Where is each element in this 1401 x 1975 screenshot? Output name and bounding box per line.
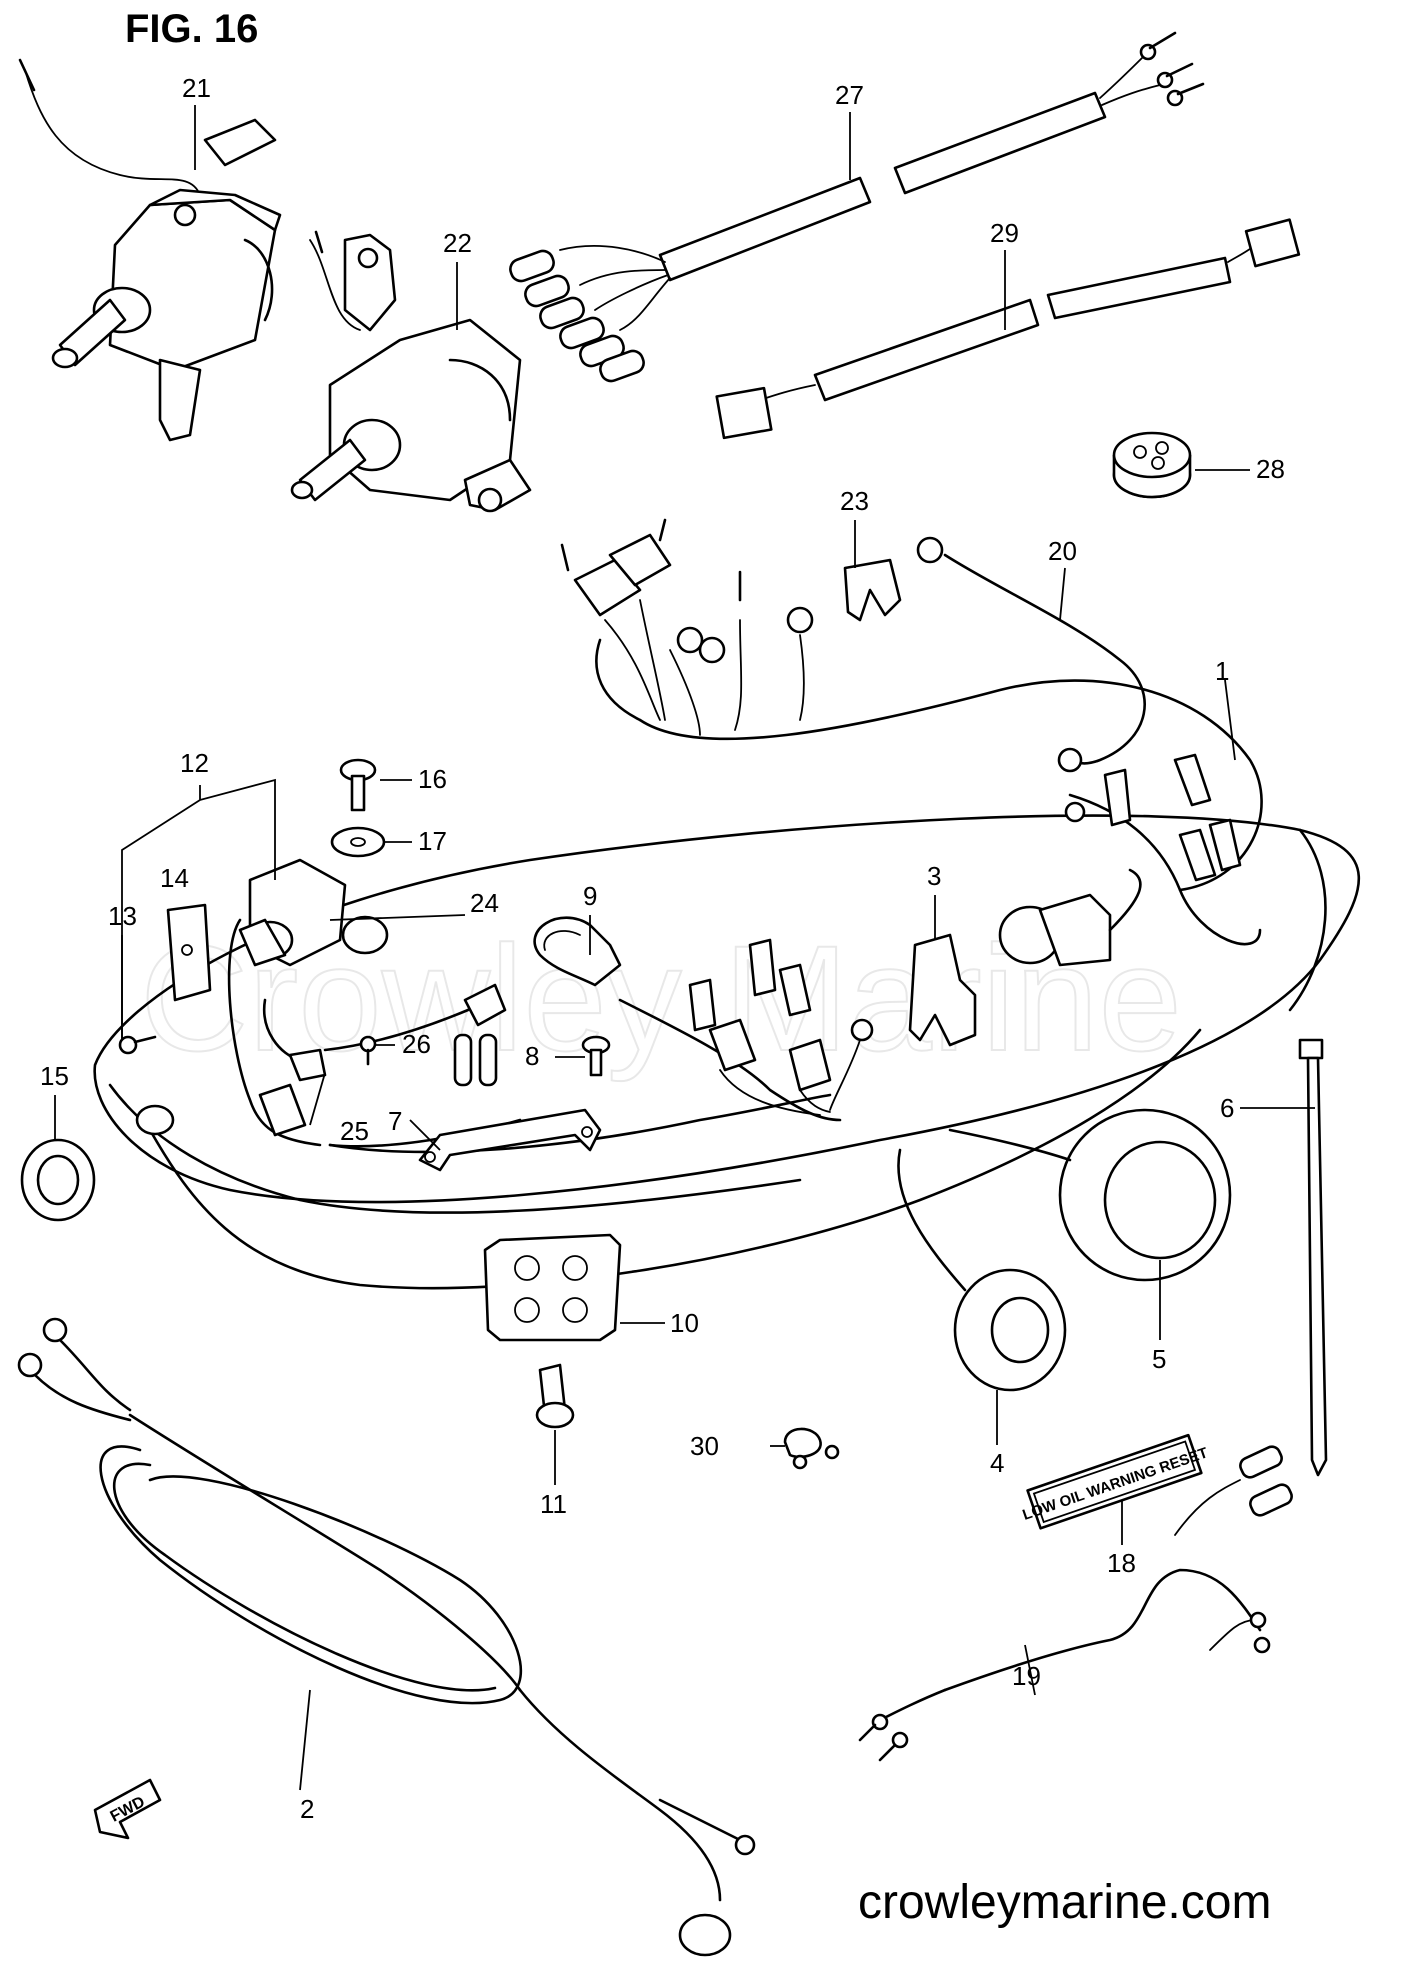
callout-13: 13 bbox=[108, 901, 137, 931]
callout-30: 30 bbox=[690, 1431, 719, 1461]
part-11-plug[interactable] bbox=[535, 1363, 575, 1429]
part-26-screw[interactable] bbox=[359, 1035, 377, 1066]
part-15-grommet[interactable] bbox=[20, 1138, 96, 1222]
part-3-cord-clip[interactable] bbox=[908, 933, 977, 1047]
part-24-connector[interactable] bbox=[323, 983, 507, 1052]
callout-25: 25 bbox=[340, 1116, 369, 1146]
fwd-arrow: FWD bbox=[93, 1778, 162, 1840]
leader-lines bbox=[54, 105, 1315, 1791]
callout-16: 16 bbox=[418, 764, 447, 794]
part-9-clamp[interactable] bbox=[533, 916, 622, 987]
part-18-decal[interactable]: LOW OIL WARNING RESET bbox=[1016, 1431, 1213, 1532]
part-23-clip[interactable] bbox=[843, 558, 902, 622]
figure-title: FIG. 16 bbox=[125, 7, 258, 51]
part-13-screw[interactable] bbox=[118, 1035, 157, 1055]
callout-23: 23 bbox=[840, 486, 869, 516]
part-16-screw[interactable] bbox=[339, 758, 377, 812]
part-22-solenoid[interactable] bbox=[290, 230, 532, 513]
callout-21: 21 bbox=[182, 73, 211, 103]
fuses bbox=[453, 1033, 498, 1087]
part-4-grommet[interactable] bbox=[897, 1148, 1067, 1392]
part-28-grommet[interactable] bbox=[1112, 431, 1192, 499]
part-6-cable-tie[interactable] bbox=[1298, 1038, 1328, 1477]
callout-20: 20 bbox=[1048, 536, 1077, 566]
callout-labels: 1 2 3 4 5 6 7 8 9 10 11 12 13 14 15 16 1… bbox=[40, 73, 1285, 1824]
callout-12: 12 bbox=[180, 748, 209, 778]
part-30-clip[interactable] bbox=[783, 1427, 840, 1470]
callout-5: 5 bbox=[1152, 1344, 1166, 1374]
part-12-assembly[interactable] bbox=[238, 858, 389, 967]
part-29-cable[interactable] bbox=[715, 218, 1301, 440]
callout-19: 19 bbox=[1012, 1661, 1041, 1691]
part-19-lead[interactable] bbox=[858, 1444, 1294, 1762]
part-7-bracket[interactable] bbox=[418, 1108, 602, 1172]
callout-28: 28 bbox=[1256, 454, 1285, 484]
part-2-cable[interactable] bbox=[17, 1317, 756, 1957]
part-5-grommet[interactable] bbox=[948, 1108, 1232, 1282]
callout-1: 1 bbox=[1215, 656, 1229, 686]
part-27-cable[interactable] bbox=[508, 31, 1205, 384]
part-20-ground-lead[interactable] bbox=[916, 536, 1146, 773]
lower-cowling bbox=[93, 814, 1361, 1290]
part-8-screw[interactable] bbox=[581, 1035, 611, 1077]
callout-22: 22 bbox=[443, 228, 472, 258]
callout-17: 17 bbox=[418, 826, 447, 856]
callout-3: 3 bbox=[927, 861, 941, 891]
callout-9: 9 bbox=[583, 881, 597, 911]
callout-2: 2 bbox=[300, 1794, 314, 1824]
part-17-washer[interactable] bbox=[330, 826, 386, 858]
callout-26: 26 bbox=[402, 1029, 431, 1059]
callout-6: 6 bbox=[1220, 1093, 1234, 1123]
callout-29: 29 bbox=[990, 218, 1019, 248]
callout-8: 8 bbox=[525, 1041, 539, 1071]
callout-11: 11 bbox=[540, 1489, 567, 1519]
callout-27: 27 bbox=[835, 80, 864, 110]
harness-switch bbox=[998, 868, 1142, 967]
part-21-solenoid[interactable] bbox=[18, 58, 282, 442]
part-10-boot[interactable] bbox=[483, 1233, 622, 1342]
website-label: crowleymarine.com bbox=[858, 1876, 1271, 1929]
part-14-bracket[interactable] bbox=[166, 903, 212, 1002]
callout-4: 4 bbox=[990, 1448, 1004, 1478]
callout-7: 7 bbox=[388, 1106, 402, 1136]
part-25-connector[interactable] bbox=[258, 998, 327, 1137]
callout-18: 18 bbox=[1107, 1548, 1136, 1578]
callout-24: 24 bbox=[470, 888, 499, 918]
callout-15: 15 bbox=[40, 1061, 69, 1091]
callout-14: 14 bbox=[160, 863, 189, 893]
callout-10: 10 bbox=[670, 1308, 699, 1338]
